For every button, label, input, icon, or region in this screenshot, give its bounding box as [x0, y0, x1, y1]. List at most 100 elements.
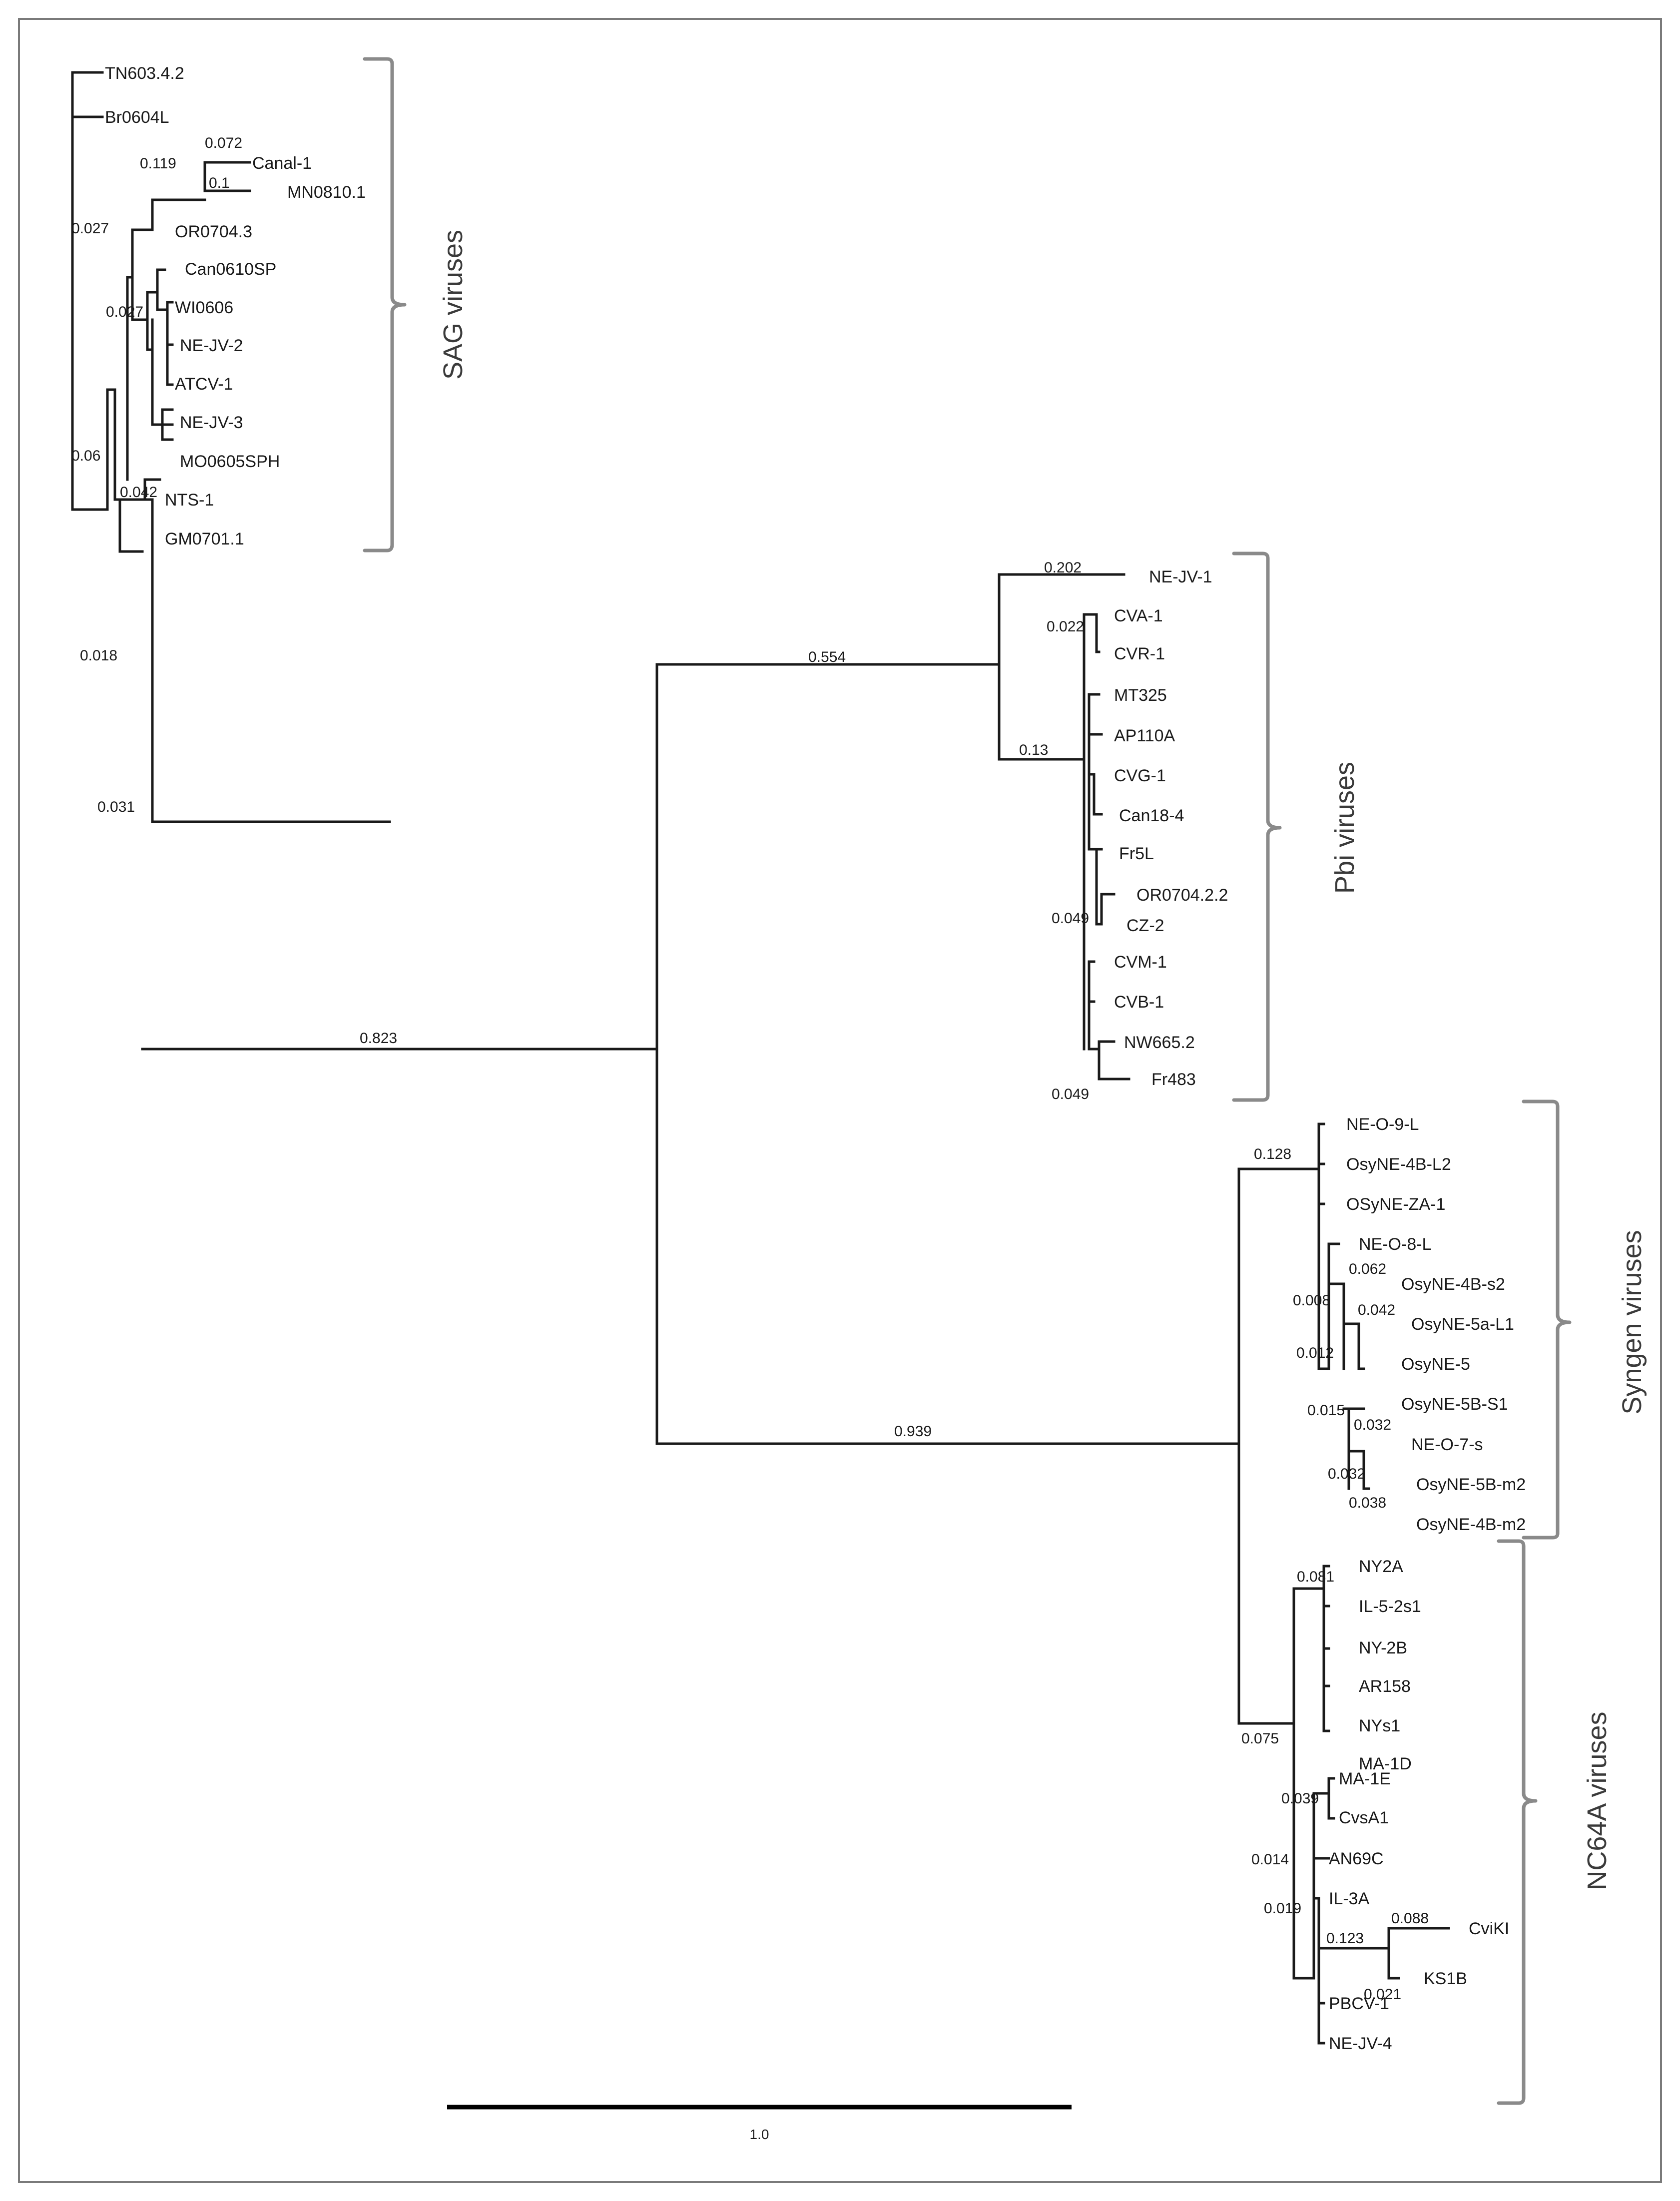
- branch: [126, 228, 154, 481]
- leaf-labels: TN603.4.2 Br0604L Canal-1 MN0810.1 OR070…: [105, 64, 1526, 2053]
- leaf-label: MA-1E: [1339, 1769, 1391, 1788]
- leaf-label: CviKI: [1469, 1919, 1509, 1938]
- leaf-label: MT325: [1114, 686, 1167, 705]
- leaf-label: Br0604L: [105, 108, 169, 127]
- branch: [655, 663, 1240, 1445]
- leaf-label: MN0810.1: [287, 183, 366, 202]
- leaf-label: PBCV-1: [1329, 1994, 1389, 2013]
- leaf-label: AR158: [1359, 1677, 1411, 1696]
- branch: [1327, 1242, 1345, 1370]
- branch: [1088, 693, 1103, 851]
- leaf-label: KS1B: [1424, 1969, 1467, 1988]
- branch: [1317, 1122, 1330, 1370]
- leaf-label: MA-1D: [1359, 1754, 1412, 1773]
- leaf-label: OsyNE-5B-S1: [1401, 1395, 1508, 1414]
- sag-clade-bracket: [363, 57, 407, 552]
- branch-length-label: 0.202: [1044, 559, 1082, 576]
- branch: [1083, 613, 1101, 1051]
- leaf-label: CVR-1: [1114, 644, 1165, 663]
- branch-length-label: 0.039: [1281, 1790, 1319, 1807]
- branch: [151, 161, 251, 231]
- branch: [1342, 1322, 1365, 1410]
- branch-length-label: 0.1: [209, 175, 230, 191]
- leaf-label: NE-O-7-s: [1411, 1435, 1483, 1454]
- branch-length-label: 0.049: [1052, 910, 1089, 927]
- branch-length-labels: 0.072 0.1 0.119 0.027 0.027 0.06 0.042 0…: [71, 135, 1429, 2003]
- leaf-label: Can18-4: [1119, 806, 1184, 825]
- branch-length-label: 0.049: [1052, 1086, 1089, 1102]
- leaf-label: NY-2B: [1359, 1639, 1407, 1657]
- leaf-label: NW665.2: [1124, 1033, 1195, 1052]
- branch: [998, 573, 1125, 761]
- leaf-label: NE-O-9-L: [1346, 1115, 1419, 1134]
- branch-length-label: 0.015: [1307, 1402, 1345, 1419]
- branch-length-label: 0.123: [1326, 1930, 1364, 1947]
- leaf-label: NE-JV-3: [180, 413, 243, 432]
- branch-length-label: 0.031: [97, 799, 135, 815]
- branch: [141, 663, 658, 1445]
- leaf-label: OSyNE-ZA-1: [1346, 1195, 1445, 1214]
- branch: [1095, 848, 1116, 926]
- branch-length-label: 0.042: [120, 484, 157, 501]
- leaf-label: Fr483: [1151, 1070, 1196, 1089]
- branch-length-label: 0.075: [1241, 1730, 1279, 1747]
- syngen-clade-bracket: [1522, 1100, 1572, 1540]
- leaf-label: AN69C: [1329, 1849, 1384, 1868]
- leaf-label: AP110A: [1114, 726, 1175, 745]
- leaf-label: Canal-1: [252, 154, 312, 173]
- branch: [118, 478, 161, 553]
- branch: [1088, 960, 1130, 1081]
- leaf-label: OsyNE-4B-m2: [1416, 1515, 1526, 1534]
- nc64a-clade-bracket: [1497, 1539, 1538, 2105]
- leaf-label: NTS-1: [165, 491, 214, 510]
- branch-length-label: 0.021: [1364, 1986, 1401, 2003]
- leaf-label: NYs1: [1359, 1716, 1400, 1735]
- branch: [106, 388, 121, 511]
- branch: [1237, 1167, 1320, 1725]
- tree-branches: [71, 71, 1450, 2045]
- leaf-label: NE-JV-1: [1149, 567, 1212, 586]
- branch-length-label: 0.027: [106, 304, 143, 320]
- leaf-label: TN603.4.2: [105, 64, 184, 83]
- leaf-label: GM0701.1: [165, 530, 244, 549]
- branch-length-label: 0.06: [71, 448, 100, 464]
- branch-length-label: 0.042: [1358, 1302, 1395, 1318]
- branch: [166, 343, 174, 386]
- branch-length-label: 0.032: [1354, 1417, 1391, 1433]
- branch-length-label: 0.072: [205, 135, 242, 151]
- branch-length-label: 0.032: [1328, 1466, 1365, 1482]
- branch: [146, 268, 174, 346]
- sag-clade-label: SAG viruses: [438, 230, 468, 380]
- branch-length-label: 0.13: [1019, 742, 1048, 758]
- branch: [1322, 1565, 1330, 1732]
- leaf-label: CVA-1: [1114, 606, 1163, 625]
- branch-length-label: 0.088: [1391, 1910, 1429, 1927]
- leaf-label: CVM-1: [1114, 953, 1167, 972]
- leaf-label: OsyNE-5: [1401, 1355, 1470, 1374]
- branch-length-label: 0.062: [1349, 1261, 1386, 1277]
- leaf-label: OR0704.3: [175, 222, 252, 241]
- clade-brackets: [363, 57, 1572, 2105]
- branch: [71, 71, 109, 511]
- branch-length-label: 0.018: [80, 647, 117, 664]
- branch-length-label: 0.554: [808, 649, 846, 665]
- leaf-label: OsyNE-4B-L2: [1346, 1155, 1451, 1174]
- leaf-label: NE-JV-4: [1329, 2034, 1392, 2053]
- leaf-label: OsyNE-5a-L1: [1411, 1315, 1514, 1334]
- leaf-label: WI0606: [175, 298, 233, 317]
- leaf-label: CVG-1: [1114, 766, 1166, 785]
- leaf-label: IL-3A: [1329, 1889, 1370, 1908]
- figure-frame: [18, 18, 1662, 2183]
- branch-length-label: 0.022: [1047, 618, 1084, 635]
- branch-length-label: 0.823: [360, 1030, 397, 1047]
- branch: [1347, 1407, 1370, 1490]
- leaf-label: OR0704.2.2: [1136, 886, 1228, 905]
- leaf-label: Fr5L: [1119, 844, 1154, 863]
- branch-length-label: 0.014: [1251, 1851, 1289, 1868]
- branch-length-label: 0.008: [1293, 1292, 1330, 1309]
- branch-length-label: 0.081: [1297, 1569, 1334, 1585]
- leaf-label: CvsA1: [1339, 1808, 1389, 1827]
- leaf-label: OsyNE-4B-s2: [1401, 1275, 1505, 1294]
- leaf-label: OsyNE-5B-m2: [1416, 1475, 1526, 1494]
